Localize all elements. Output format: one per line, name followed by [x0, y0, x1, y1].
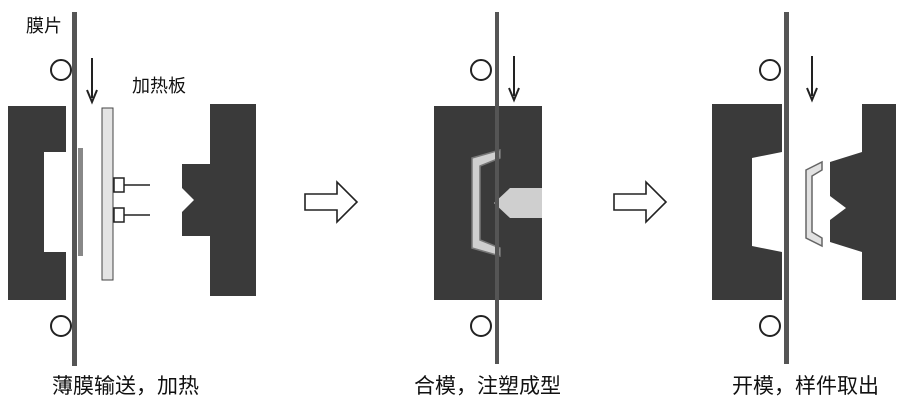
step3-feed-arrowhead: [806, 87, 818, 103]
step1-group: [8, 12, 256, 366]
heating-plate-label: 加热板: [132, 76, 186, 97]
step3-roller-top: [759, 59, 781, 81]
step2-caption: 合模，注塑成型: [414, 374, 561, 398]
step2-mold-closed: [434, 106, 542, 300]
step3-caption: 开模，样件取出: [732, 374, 879, 398]
film-label: 膜片: [26, 16, 62, 37]
step3-right-mold: [830, 104, 896, 300]
step2-feed-arrowhead: [508, 87, 520, 103]
step1-roller-top: [50, 59, 72, 81]
ejected-part: [805, 160, 823, 248]
step1-right-mold: [182, 104, 256, 296]
heater-terminal-upper: [113, 177, 125, 193]
step2-roller-top: [470, 59, 492, 81]
step2-melt-flow: [494, 188, 542, 218]
step3-film: [784, 12, 789, 364]
step2-film: [495, 12, 499, 364]
step3-left-mold: [712, 104, 782, 300]
step1-caption: 薄膜输送，加热: [52, 374, 199, 398]
step3-group: [712, 12, 896, 364]
process-arrow-2: [613, 180, 668, 224]
step3-roller-bottom: [759, 315, 781, 337]
step2-group: [434, 12, 542, 364]
step2-formed-part: [471, 149, 501, 257]
step1-left-mold: [8, 106, 66, 300]
step1-feed-arrowhead: [86, 89, 98, 105]
step1-film-section: [78, 148, 83, 256]
process-arrow-1: [304, 180, 359, 224]
step1-roller-bottom: [50, 315, 72, 337]
heater-terminal-lower: [113, 207, 125, 223]
heating-plate: [101, 107, 114, 281]
step2-roller-bottom: [470, 315, 492, 337]
step1-film: [72, 12, 77, 366]
